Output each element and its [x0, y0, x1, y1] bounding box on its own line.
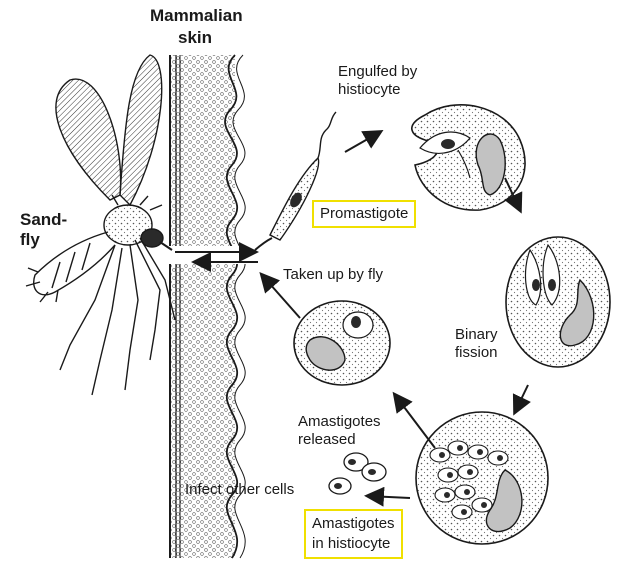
promastigote-illustration: [255, 112, 336, 250]
histiocyte-engulfing-cell: [412, 105, 525, 210]
binary-fission-label-line1: Binary: [455, 326, 498, 344]
sandfly-label-line1: Sand-: [20, 210, 67, 230]
amastigotes-in-histiocyte-label: Amastigotes in histiocyte: [304, 509, 403, 559]
skin-label-line1: Mammalian: [150, 6, 243, 26]
engulfed-label-line1: Engulfed by: [338, 63, 417, 81]
sandfly-label-line2: fly: [20, 230, 40, 250]
binary-fission-label-line2: fission: [455, 344, 498, 362]
histiocyte-taken-up-cell: [294, 301, 390, 385]
taken-up-label: Taken up by fly: [283, 266, 383, 284]
amastigotes-in-histiocyte-line1: Amastigotes: [312, 514, 395, 534]
amastigotes-released-label-line2: released: [298, 431, 356, 449]
amastigotes-in-histiocyte-line2: in histiocyte: [312, 534, 395, 554]
engulfed-label-line2: histiocyte: [338, 81, 401, 99]
skin-label-line2: skin: [178, 28, 212, 48]
released-amastigotes: [329, 453, 386, 494]
infect-other-cells-label: Infect other cells: [185, 481, 294, 499]
amastigotes-released-label-line1: Amastigotes: [298, 413, 381, 431]
histiocyte-with-amastigotes: [416, 412, 548, 544]
promastigote-label: Promastigote: [312, 200, 416, 228]
binary-fission-cell: [506, 237, 610, 367]
